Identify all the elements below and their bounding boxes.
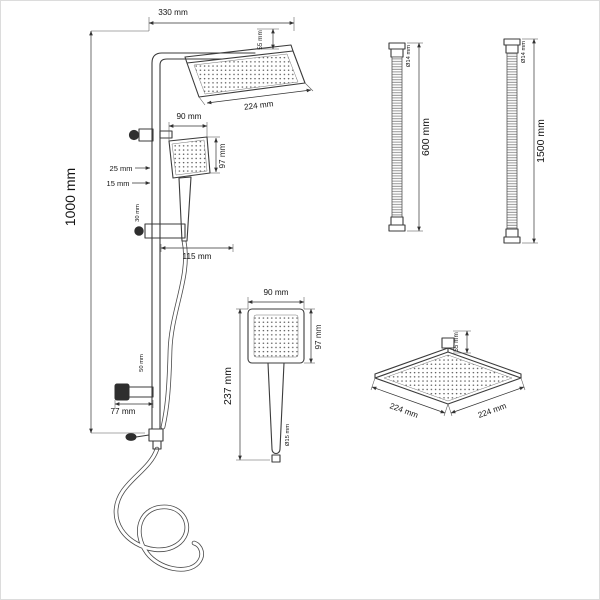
dim-1500-label: 1500 mm [535,119,547,163]
dim-97h-label: 97 mm [314,324,323,349]
hose-long-nut-top [503,38,521,46]
hose-short-ferrule-bot [390,216,404,226]
hand-handle [178,176,192,242]
diverter-outlet [152,440,162,450]
hose-short-body [391,56,403,218]
dim-224a-ext-right [443,403,449,417]
hose-short-dia-label: Ø14 mm [406,45,412,67]
dim-90h-label: 90 mm [263,288,288,297]
dim-97c-label: 97 mm [218,143,227,168]
hose-long-drawing: Ø14 mm 1500 mm [503,38,547,244]
hose-long-dia-label: Ø14 mm [521,41,527,63]
diverter-knob [125,433,137,441]
hose-short-ferrule-top [390,48,404,58]
lower-bracket-knob [114,383,130,401]
dim-55d-label: 55 mm [453,332,460,352]
hose-long-nut-bot [503,236,521,244]
dim-224a-line [371,386,446,414]
dim-55-label: 55 mm [257,30,264,50]
dim-600-label: 600 mm [420,118,432,156]
dim-224a-ext-left [370,377,376,391]
hand-detail-nozzle-face [253,314,299,358]
hand-head-nozzle-face [171,139,208,176]
riser-pipe-inner [159,58,256,430]
dim-224b-ext-left [447,403,453,417]
dim-330-label: 330 mm [158,8,188,17]
hose-long-body [506,52,518,230]
upper-bracket [138,128,154,142]
slider-knob [134,226,144,236]
dim-77-label: 77 mm [110,407,135,416]
diverter-body [148,428,164,442]
hose-short-nut-top [388,42,406,50]
dim-224-line [206,88,312,105]
head-detail-rim [374,347,522,379]
hose-long-ferrule-top [505,44,519,54]
rain-head-rim [184,44,294,64]
rain-head-detail-drawing: 55 mm 224 mm 224 mm [370,330,526,420]
hand-detail-inlet [271,454,281,463]
hand-shower-detail-drawing: 90 mm 97 mm 237 mm Ø15 mm [222,288,323,463]
hose-long-ferrule-bot [505,228,519,238]
upper-bracket-knob [128,129,140,141]
dim-224-ext-left [198,96,206,106]
dim-1000-label: 1000 mm [62,168,78,226]
dim-224-label: 224 mm [243,99,274,112]
dim-237-label: 237 mm [222,367,234,405]
rain-head-nozzle-face [193,53,299,95]
hand-detail-handle [267,362,285,455]
hand-holder-arm [159,130,173,139]
shower-column-drawing: 330 mm 55 mm 224 mm 1000 mm 90 mm 97 mm [62,8,314,572]
slider-bracket [144,223,186,239]
hose-short-drawing: Ø14 mm 600 mm [388,42,432,232]
dim-15-label: 15 mm [107,179,130,188]
dim-224b-ext-right [520,377,526,391]
dim-90c-label: 90 mm [176,112,201,121]
hand-shower-hose-coil-fill [114,447,204,571]
dim-224b-line [450,386,525,414]
dim-115-label: 115 mm [183,252,212,261]
dim-224-ext-right [304,82,314,92]
dim-inlet-label: Ø15 mm [285,424,291,446]
riser-pipe-outer [151,52,256,430]
dim-224a-label: 224 mm [388,401,419,420]
dim-30-label: 30 mm [135,204,141,222]
hose-short-nut-bot [388,224,406,232]
dim-25-label: 25 mm [110,164,133,173]
diverter-lever [135,434,150,438]
hand-shower-hose-upper-fill [161,239,187,429]
dim-224b-label: 224 mm [477,401,508,420]
dim-50-label: 50 mm [139,354,145,372]
head-detail-nozzle-face [383,354,513,402]
